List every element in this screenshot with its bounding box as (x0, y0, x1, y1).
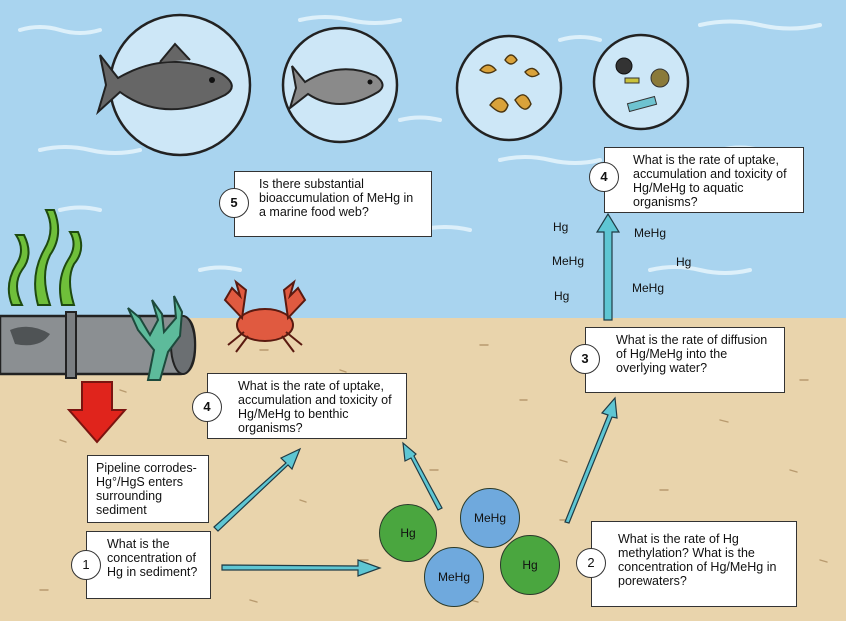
water-label-hg-3: Hg (554, 289, 570, 303)
question-1-text: What is the concentration of Hg in sedim… (107, 537, 198, 579)
crab-icon (223, 279, 307, 353)
question-2-box: 2 What is the rate of Hg methylation? Wh… (576, 521, 797, 607)
pipeline-text: Pipeline corrodes-Hg°/HgS enters surroun… (96, 461, 197, 517)
zooplankton-icon (455, 34, 563, 142)
arrow-to-aquatic (595, 212, 621, 321)
step-number-3: 3 (570, 344, 600, 374)
water-label-mehg-1: MeHg (552, 254, 585, 268)
phytoplankton-icon (592, 33, 690, 131)
step-number-4-benthic: 4 (192, 392, 222, 422)
pipeline-box: Pipeline corrodes-Hg°/HgS enters surroun… (87, 455, 209, 523)
arrow-molecules-to-benthic (402, 441, 443, 511)
small-fish-icon (281, 26, 399, 144)
coral-icon (127, 295, 184, 381)
seaweed-icon (7, 209, 83, 306)
step-number-2: 2 (576, 548, 606, 578)
question-4-benthic-box: 4 What is the rate of uptake, accumulati… (192, 373, 407, 439)
molecule-hg-1: Hg (379, 504, 437, 562)
red-down-arrow (66, 381, 128, 444)
molecule-mehg-2: MeHg (424, 547, 484, 607)
molecule-mehg-1: MeHg (460, 488, 520, 548)
step-number-4-aquatic: 4 (589, 162, 619, 192)
water-label-hg-1: Hg (553, 220, 569, 234)
water-label-mehg-3: MeHg (632, 281, 665, 295)
arrow-to-molecules (221, 559, 382, 577)
question-3-box: 3 What is the rate of diffusion of Hg/Me… (570, 327, 785, 393)
flow-arrows (213, 212, 621, 577)
large-fish-icon (96, 13, 252, 157)
step-number-5: 5 (219, 188, 249, 218)
question-4-benthic-text: What is the rate of uptake, accumulation… (238, 379, 392, 435)
arrow-to-benthic (213, 447, 302, 532)
question-1-box: 1 What is the concentration of Hg in sed… (71, 531, 211, 599)
question-3-text: What is the rate of diffusion of Hg/MeHg… (616, 333, 768, 375)
question-4-aquatic-text: What is the rate of uptake, accumulation… (633, 153, 787, 209)
question-5-box: 5 Is there substantial bioaccumulation o… (219, 171, 432, 237)
water-label-hg-2: Hg (676, 255, 692, 269)
water-label-mehg-2: MeHg (634, 226, 667, 240)
question-4-aquatic-box: 4 What is the rate of uptake, accumulati… (589, 147, 804, 213)
step-number-1: 1 (71, 550, 101, 580)
molecule-hg-2: Hg (500, 535, 560, 595)
arrow-to-diffusion (564, 396, 618, 524)
question-5-text: Is there substantial bioaccumulation of … (259, 177, 414, 219)
question-2-text: What is the rate of Hg methylation? What… (618, 532, 777, 588)
